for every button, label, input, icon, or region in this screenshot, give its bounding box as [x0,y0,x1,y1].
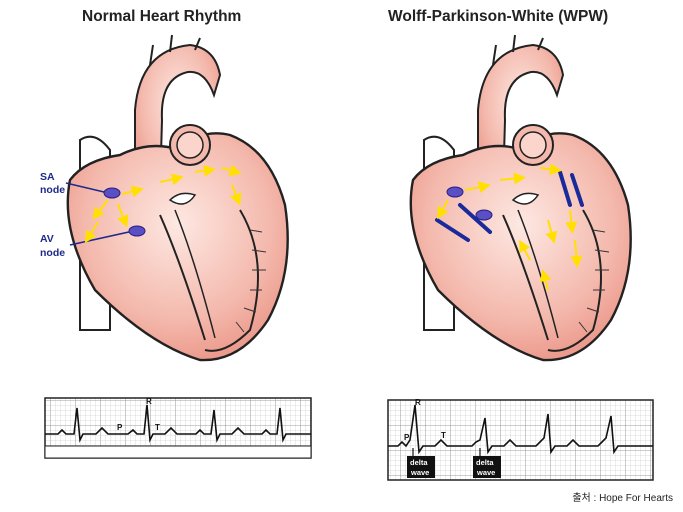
av-node [476,210,492,220]
ecg-r-label: R [146,397,152,406]
ecg-normal: P R T [45,397,311,458]
sa-label-line2: node [40,184,65,196]
normal-heart: SA node AV node [40,35,288,360]
sa-label-line1: SA [40,171,55,183]
delta-wave-1-line1: delta [410,458,428,467]
ecg-wpw: P R T delta wave delta wave [388,398,653,480]
image-credit: 출처 : Hope For Hearts [572,489,673,504]
ecg-p-label: P [404,433,410,442]
ecg-t-label: T [155,423,160,432]
delta-wave-1-line2: wave [410,468,429,477]
av-label-line1: AV [40,233,54,245]
av-label-line2: node [40,247,65,259]
wpw-heart [411,35,631,360]
ecg-r-label: R [415,398,421,407]
delta-wave-2-line1: delta [476,458,494,467]
ecg-p-label: P [117,423,123,432]
sa-node [447,187,463,197]
av-node [129,226,145,236]
sa-node [104,188,120,198]
delta-wave-2-line2: wave [476,468,495,477]
ecg-t-label: T [441,431,446,440]
